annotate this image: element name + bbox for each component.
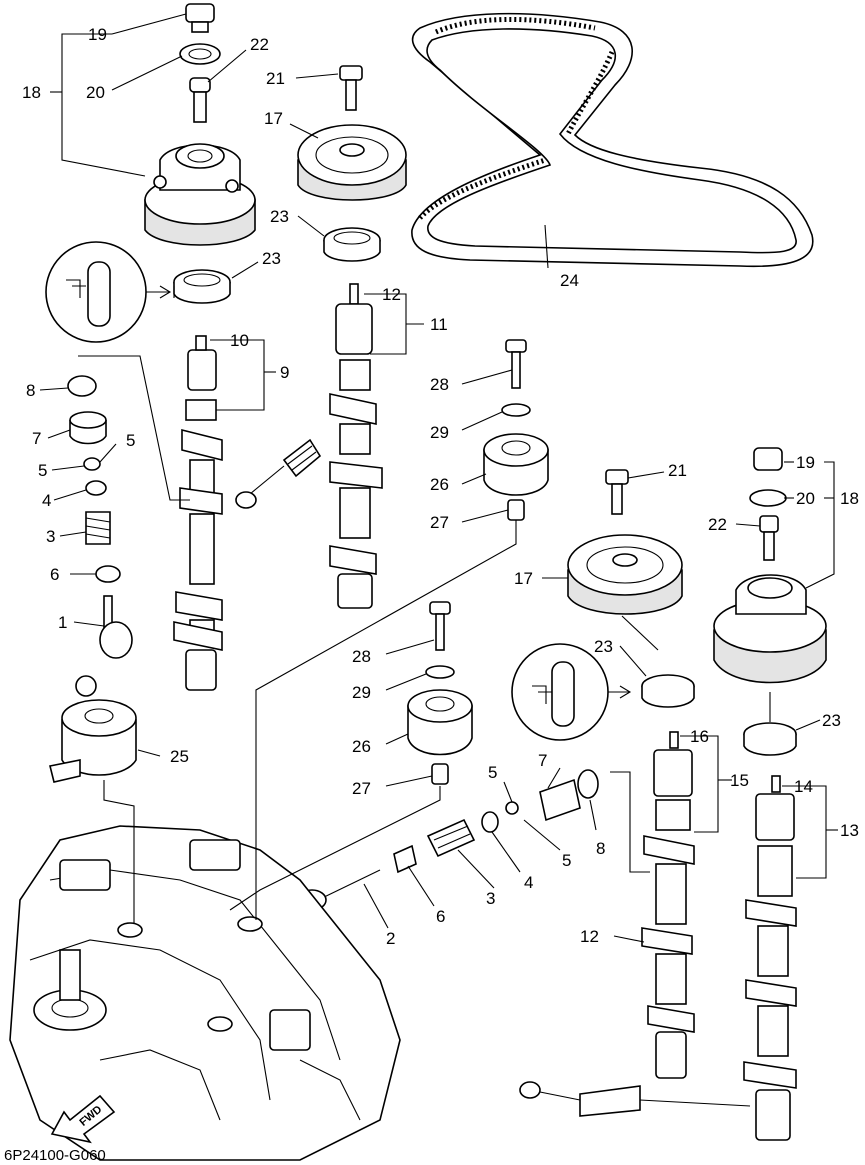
sealant-detail-circle-right <box>511 643 632 741</box>
callout-25: 25 <box>170 747 189 766</box>
drawing-code: 6P24100-G060 <box>4 1147 106 1164</box>
timing-belt <box>411 12 814 268</box>
callout-14: 14 <box>794 777 813 796</box>
valve-train-left <box>67 375 133 659</box>
callout-11: 11 <box>430 315 448 334</box>
callout-23: 23 <box>594 637 613 656</box>
callout-17: 17 <box>514 569 533 588</box>
callout-23: 23 <box>822 711 841 730</box>
camshaft-right-inner <box>641 731 695 1079</box>
callout-19: 19 <box>88 25 107 44</box>
cylinder-head-block <box>9 825 401 1161</box>
callout-20: 20 <box>796 489 815 508</box>
callout-27: 27 <box>352 779 371 798</box>
callout-29: 29 <box>430 423 449 442</box>
callout-5: 5 <box>126 431 135 450</box>
callout-6: 6 <box>50 565 59 584</box>
callout-21: 21 <box>668 461 687 480</box>
cam-pulley-assembly-upper-left <box>144 3 256 246</box>
callout-29: 29 <box>352 683 371 702</box>
callout-8: 8 <box>596 839 605 858</box>
oil-seal-left-upper <box>173 269 231 304</box>
callout-7: 7 <box>538 751 547 770</box>
valve-assembly-center <box>235 438 322 509</box>
oil-seal-right-b <box>743 722 797 756</box>
callout-19: 19 <box>796 453 815 472</box>
callout-24: 24 <box>560 271 579 290</box>
callout-20: 20 <box>86 83 105 102</box>
callout-3: 3 <box>486 889 495 908</box>
callout-2: 2 <box>386 929 395 948</box>
callout-18: 18 <box>840 489 859 508</box>
callout-9: 9 <box>280 363 289 382</box>
camshaft-left <box>173 335 223 691</box>
callout-4: 4 <box>524 873 533 892</box>
callout-28: 28 <box>430 375 449 394</box>
callout-8: 8 <box>26 381 35 400</box>
callout-13: 13 <box>840 821 859 840</box>
leader-lines <box>39 13 838 1107</box>
callout-12: 12 <box>580 927 599 946</box>
callout-27: 27 <box>430 513 449 532</box>
callout-5: 5 <box>38 461 47 480</box>
callout-5: 5 <box>562 851 571 870</box>
callout-22: 22 <box>708 515 727 534</box>
oil-seal-center <box>323 227 381 262</box>
camshaft-right-outer <box>743 775 797 1141</box>
callout-5: 5 <box>488 763 497 782</box>
callout-18: 18 <box>22 83 41 102</box>
cam-pulley-center <box>297 65 407 201</box>
callout-3: 3 <box>46 527 55 546</box>
belt-tensioner <box>49 675 137 783</box>
callout-28: 28 <box>352 647 371 666</box>
callout-10: 10 <box>230 331 249 350</box>
idler-pulley-lower <box>407 601 473 785</box>
callout-12: 12 <box>382 285 401 304</box>
callout-23: 23 <box>270 207 289 226</box>
camshaft-center <box>329 283 383 609</box>
callout-26: 26 <box>352 737 371 756</box>
callout-4: 4 <box>42 491 51 510</box>
sealant-detail-circle-left <box>45 241 175 343</box>
callout-15: 15 <box>730 771 749 790</box>
callout-22: 22 <box>250 35 269 54</box>
callout-26: 26 <box>430 475 449 494</box>
callout-23: 23 <box>262 249 281 268</box>
callout-21: 21 <box>266 69 285 88</box>
callout-16: 16 <box>690 727 709 746</box>
cam-pulley-assembly-right <box>713 447 827 684</box>
callout-17: 17 <box>264 109 283 128</box>
cam-pulley-right <box>567 469 683 615</box>
idler-pulley-upper <box>483 339 549 521</box>
callout-6: 6 <box>436 907 445 926</box>
callout-labels: 19 22 18 20 21 17 23 23 24 12 11 10 9 8 … <box>22 25 859 948</box>
callout-1: 1 <box>58 613 67 632</box>
oil-seal-right-a <box>641 674 695 708</box>
callout-7: 7 <box>32 429 41 448</box>
